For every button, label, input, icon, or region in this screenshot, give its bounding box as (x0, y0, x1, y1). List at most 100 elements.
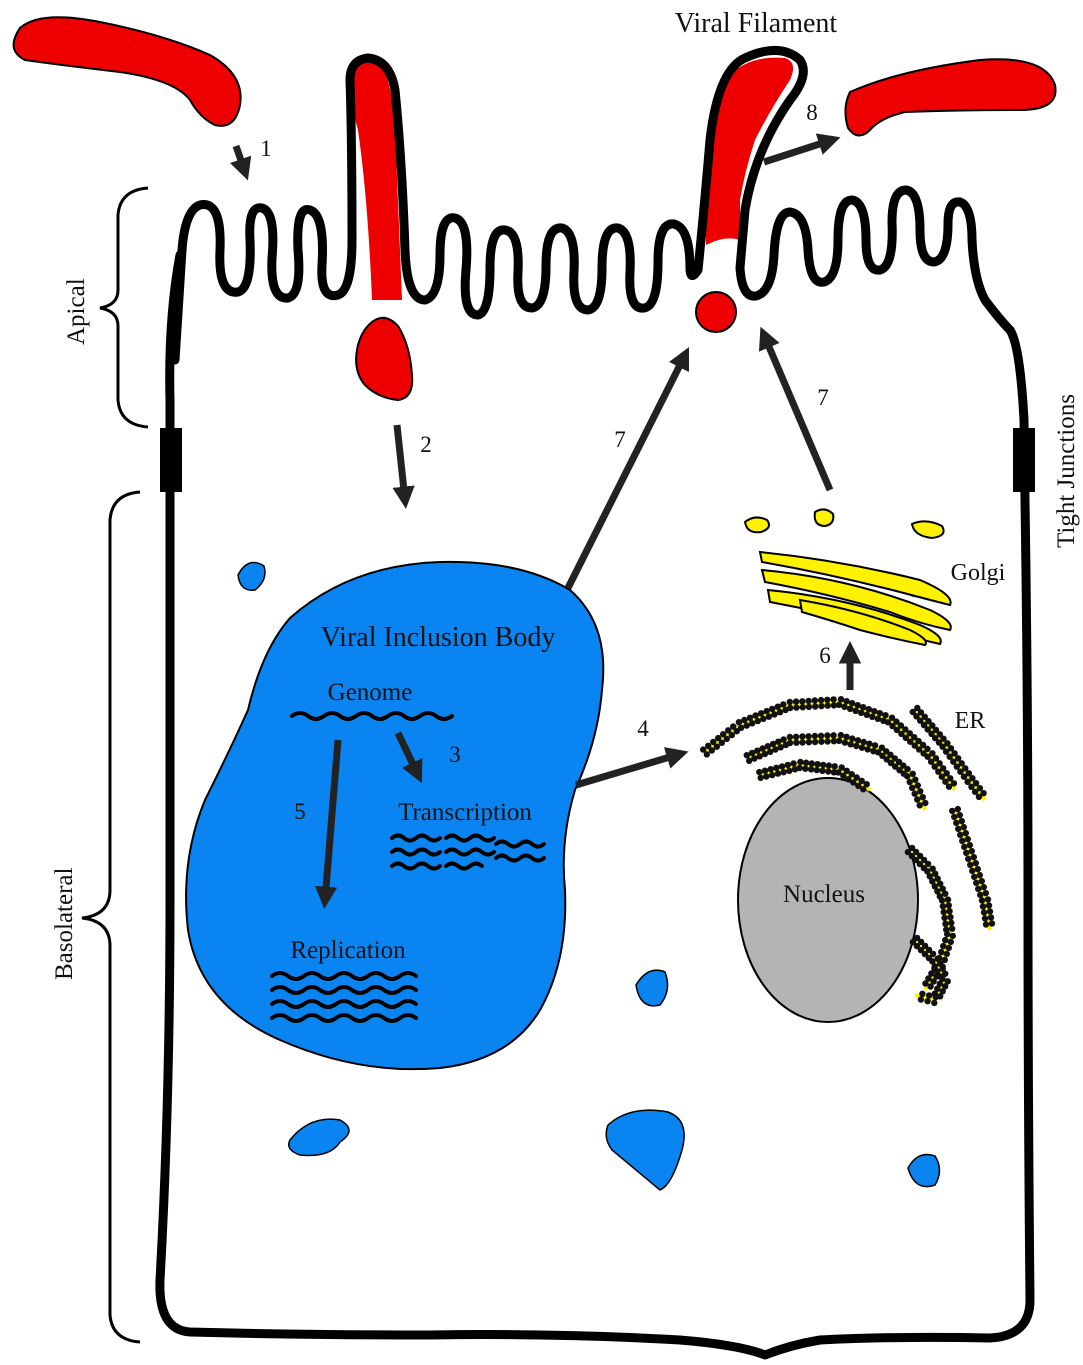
er-ribosome (961, 824, 967, 830)
er-ribosome (814, 767, 820, 773)
er-ribosome (945, 896, 951, 902)
er-ribosome (773, 765, 779, 771)
er-ribosome (965, 836, 971, 842)
er-ribosome (744, 722, 750, 728)
er-ribosome (824, 732, 830, 738)
er-ribosome (944, 931, 950, 937)
er-ribosome (860, 704, 866, 710)
droplet-1 (238, 563, 265, 591)
er-ribosome (830, 696, 836, 702)
er-ribosome (758, 710, 764, 716)
er-ribosome (969, 848, 975, 854)
er-ribosome (805, 698, 811, 704)
er-ribosome (812, 739, 818, 745)
er-ribosome (814, 761, 820, 767)
er-ribosome (764, 708, 770, 714)
droplet-2 (636, 970, 668, 1006)
er-ribosome (950, 933, 956, 939)
er-ribosome (955, 826, 961, 832)
er-ribosome (919, 991, 925, 997)
assembling-virion (696, 292, 736, 332)
er-ribosome (763, 773, 769, 779)
er-ribosome (926, 992, 932, 998)
step-7b-label: 7 (817, 385, 829, 410)
er-ribosome (976, 794, 982, 800)
er-ribosome (912, 791, 918, 797)
er-ribosome (836, 702, 842, 708)
er-ribosome (812, 697, 818, 703)
er-ribosome (830, 732, 836, 738)
er-ribosome (787, 699, 793, 705)
er-ribosome (982, 915, 988, 921)
er-ribosome (843, 734, 849, 740)
er-ribosome (749, 720, 755, 726)
er-ribosome (877, 710, 883, 716)
tight-junctions-label: Tight Junctions (1053, 394, 1080, 548)
step-7a-label: 7 (614, 427, 626, 452)
er-ribosome (872, 742, 878, 748)
er-ribosome (755, 718, 761, 724)
er-ribosome (832, 763, 838, 769)
er-ribosome (986, 902, 992, 908)
er-ribosome (963, 850, 969, 856)
er-ribosome (847, 706, 853, 712)
er-ribosome (904, 773, 910, 779)
er-ribosome (987, 908, 993, 914)
endocytosed-virus (356, 318, 412, 400)
er-ribosome (946, 902, 952, 908)
er-ribosome (948, 920, 954, 926)
er-ribosome (953, 820, 959, 826)
step-8-label: 8 (806, 100, 818, 125)
er-ribosome (800, 704, 806, 710)
arrow-1 (236, 146, 245, 172)
er-ribosome (762, 768, 768, 774)
er-ribosome (949, 926, 955, 932)
er-ribosome (941, 909, 947, 915)
er-ribosome (948, 939, 954, 945)
er-ribosome (738, 725, 744, 731)
er-ribosome (946, 784, 952, 790)
genome-label: Genome (328, 679, 413, 706)
arrow-7-golgi (764, 335, 830, 490)
er-ribosome (780, 769, 786, 775)
viral-inclusion-body-label: Viral Inclusion Body (321, 622, 556, 653)
er-ribosome (799, 698, 805, 704)
er-ribosome (973, 860, 979, 866)
er-ribosome (775, 704, 781, 710)
er-ribosome (769, 772, 775, 778)
droplet-3 (289, 1119, 349, 1155)
er-ribosome (714, 744, 720, 750)
er-ribosome (747, 715, 753, 721)
er-ribosome (975, 886, 981, 892)
nucleus-label: Nucleus (783, 881, 865, 908)
er-ribosome (912, 777, 918, 783)
viral-filament-label: Viral Filament (675, 8, 838, 39)
er-ribosome (769, 706, 775, 712)
er-ribosome (946, 945, 952, 951)
er-ribosome (824, 697, 830, 703)
step-4-label: 4 (637, 716, 649, 741)
er-ribosome (787, 734, 793, 740)
er-ribosome (951, 814, 957, 820)
er-ribosome (983, 921, 989, 927)
er-ribosome (824, 738, 830, 744)
er-ribosome (780, 736, 786, 742)
er-ribosome (914, 796, 920, 802)
er-ribosome (989, 920, 995, 926)
er-ribosome (975, 866, 981, 872)
er-ribosome (799, 733, 805, 739)
er-ribosome (797, 759, 803, 765)
er-ribosome (818, 739, 824, 745)
er-ribosome (939, 897, 945, 903)
er-ribosome (803, 760, 809, 766)
er-ribosome (917, 788, 923, 794)
step-1-label: 1 (260, 136, 272, 161)
er-ribosome (768, 766, 774, 772)
arrow-8 (764, 140, 832, 162)
er-ribosome (920, 794, 926, 800)
er-ribosome (825, 768, 831, 774)
er-ribosome (971, 854, 977, 860)
er-ribosome (849, 700, 855, 706)
droplet-5 (908, 1155, 940, 1187)
er-ribosome (933, 994, 939, 1000)
